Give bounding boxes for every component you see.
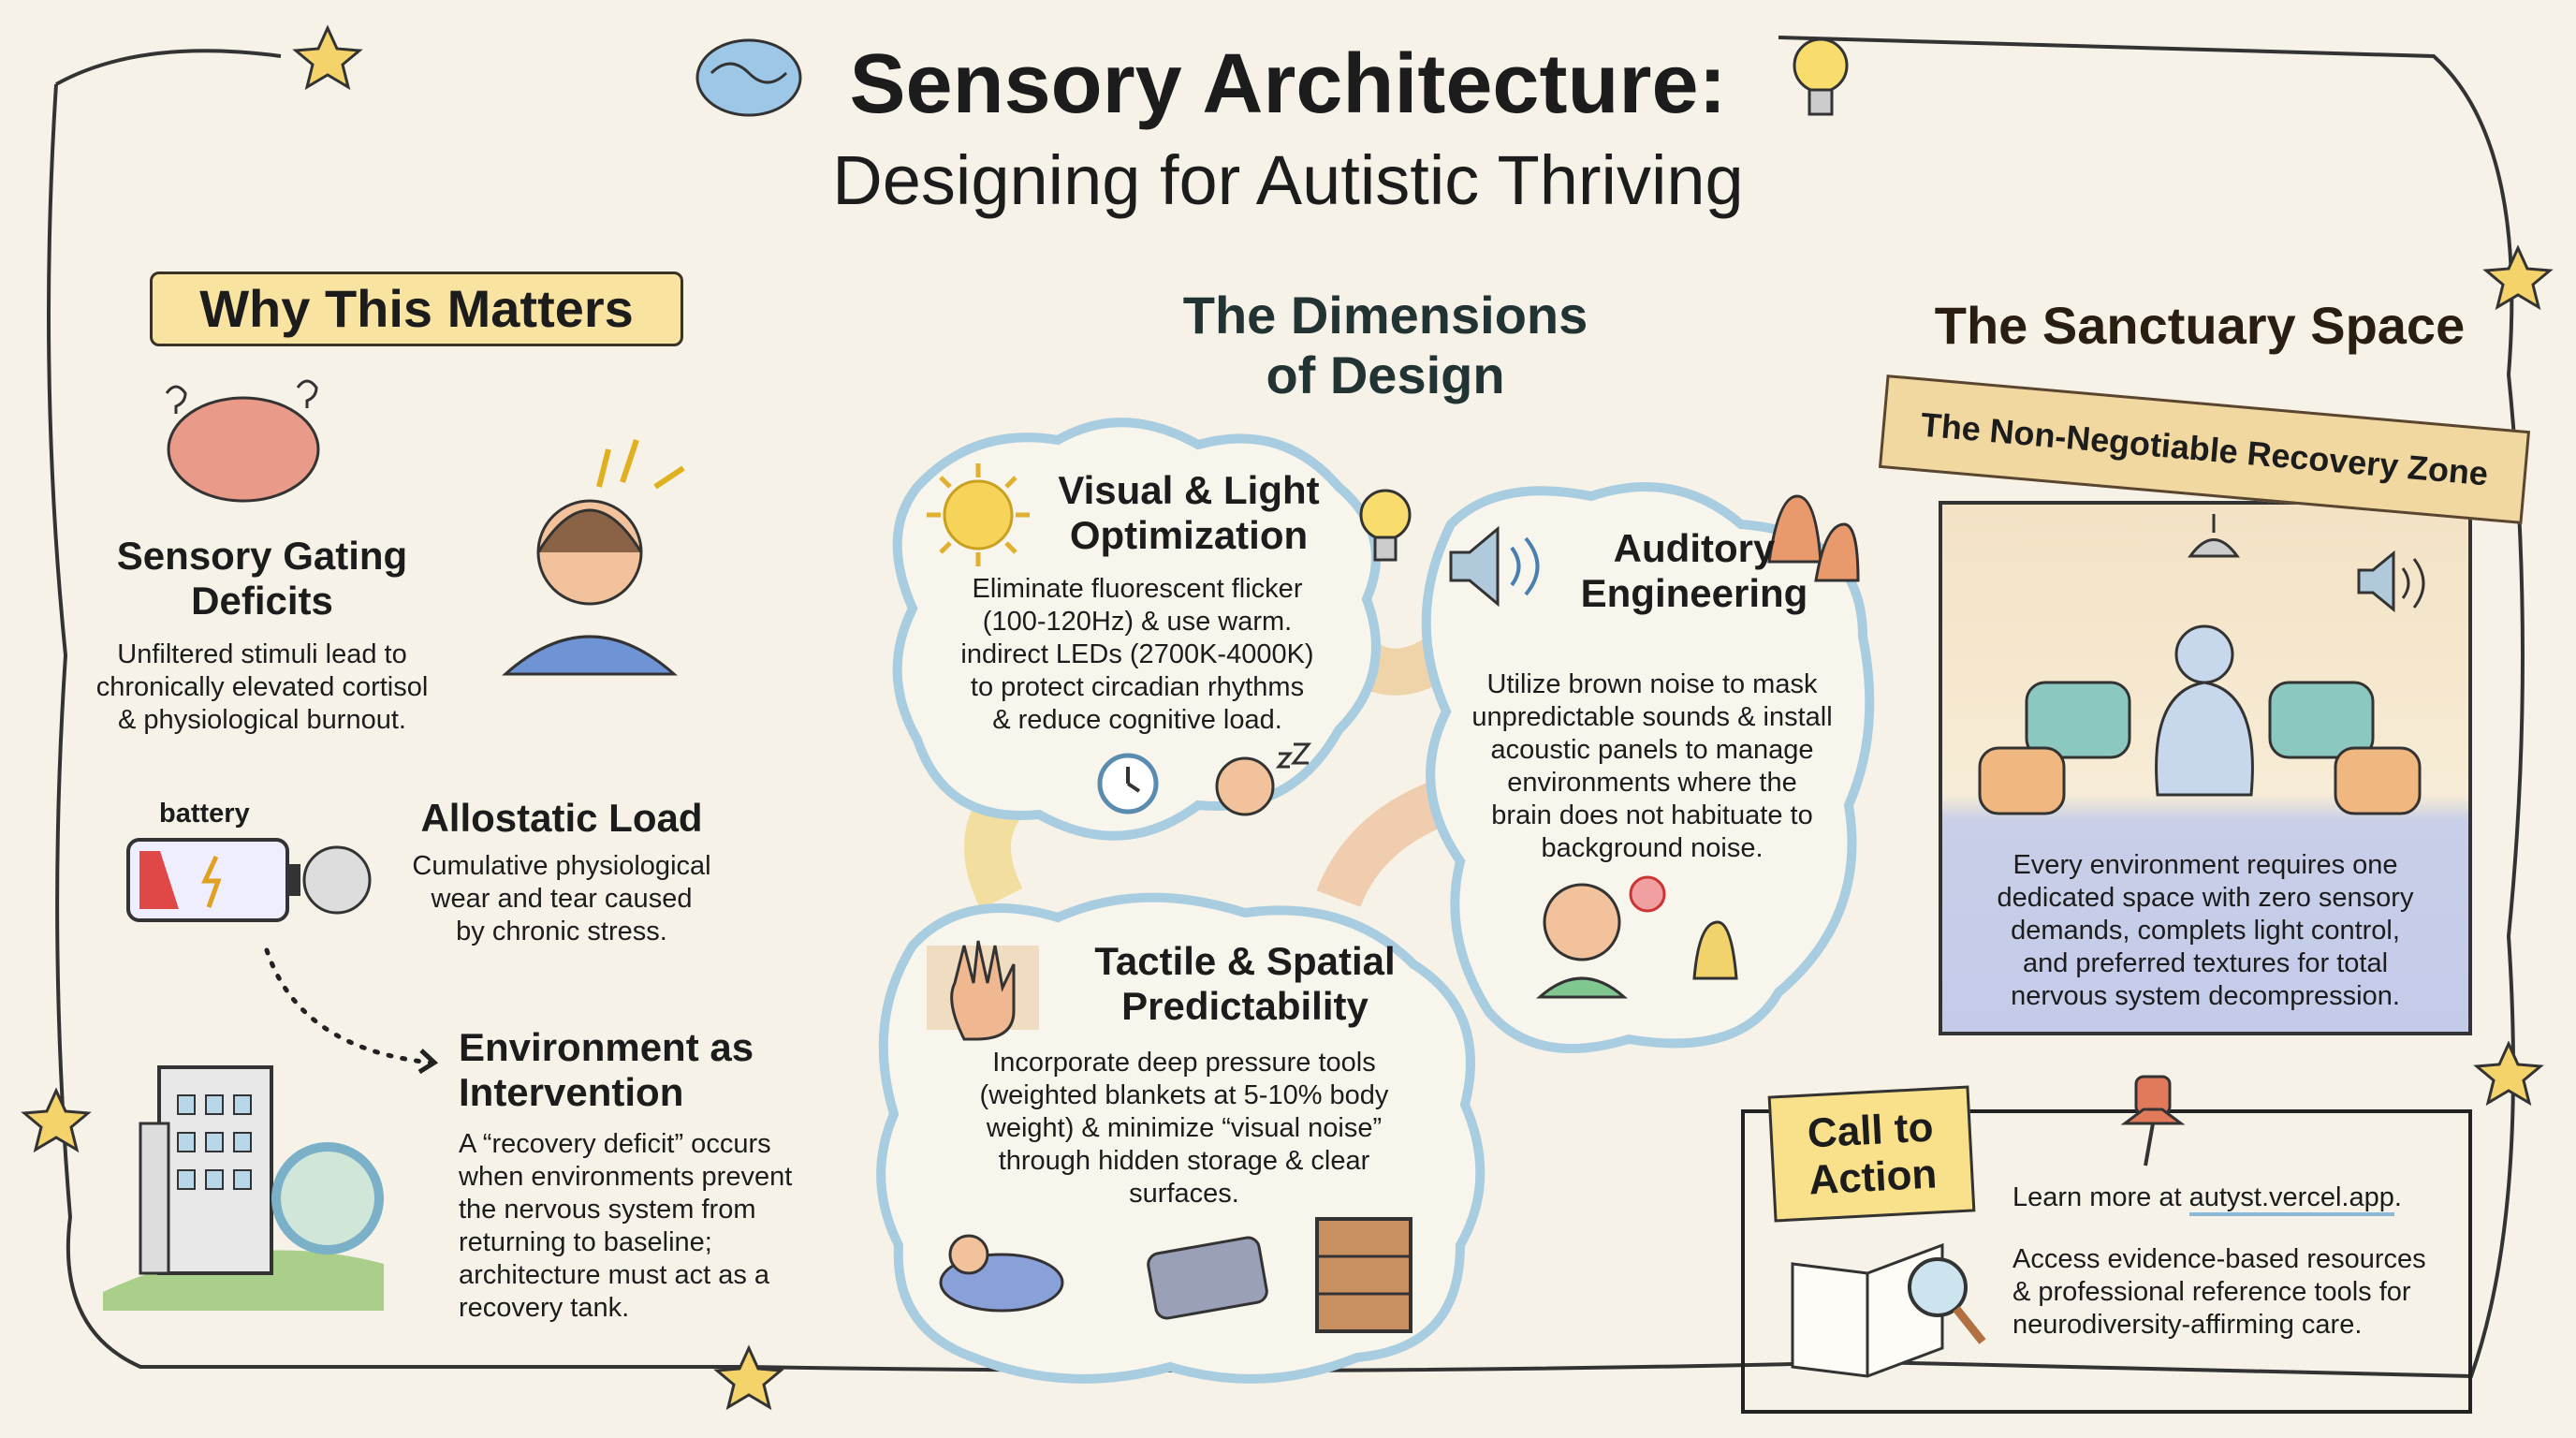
- call-to-action-panel: [1741, 1109, 2472, 1414]
- lamp-icon: [2188, 514, 2240, 558]
- alarm-clock-icon: [1097, 753, 1159, 814]
- battery-label: battery: [159, 799, 250, 829]
- earplugs-icon: [1767, 494, 1860, 582]
- star-icon: [713, 1344, 784, 1411]
- page-title: Sensory Architecture:: [849, 37, 1727, 131]
- building-illustration: [103, 1065, 384, 1311]
- dotted-arrow: [264, 947, 439, 1075]
- star-icon: [2473, 1040, 2544, 1107]
- weighted-blanket-icon: [939, 1234, 1268, 1320]
- speaker-icon: [2357, 550, 2425, 613]
- calm-child-icon: [1536, 875, 1738, 999]
- speaker-icon: [1449, 525, 1540, 608]
- pushpin-icon: [2120, 1075, 2186, 1167]
- allostatic-load-title: Allostatic Load: [420, 796, 703, 840]
- sun-icon: [927, 463, 1030, 566]
- lightbulb-icon: [1359, 489, 1412, 562]
- access-resources-text: Access evidence-based resources& profess…: [2012, 1244, 2426, 1340]
- lightbulb-icon: [1793, 37, 1849, 116]
- brain-confused-icon: [165, 379, 320, 503]
- sleeping-face-icon: [1215, 742, 1312, 816]
- overwhelmed-person-illustration: [502, 439, 685, 676]
- visual-light-body: Eliminate fluorescent flicker(100-120Hz)…: [960, 574, 1314, 735]
- sanctuary-heading: The Sanctuary Space: [1934, 296, 2466, 355]
- star-icon: [2482, 244, 2554, 311]
- hand-texture-icon: [927, 940, 1039, 1041]
- resting-person-with-pillows: [1978, 624, 2422, 815]
- tactile-spatial-body: Incorporate deep pressure tools(weighted…: [979, 1048, 1389, 1209]
- page-subtitle: Designing for Autistic Thriving: [832, 141, 1744, 219]
- book-magnifier-icon: [1791, 1242, 1986, 1378]
- autyst-link[interactable]: autyst.vercel.app: [2188, 1182, 2394, 1216]
- low-battery-icon: [126, 838, 372, 922]
- sensory-gating-section: Sensory Gating Deficits: [116, 534, 408, 623]
- why-this-matters-heading: Why This Matters: [150, 271, 683, 346]
- star-icon: [292, 24, 363, 91]
- bookshelf-icon: [1315, 1217, 1412, 1333]
- learn-more-text: Learn more at autyst.vercel.app.: [2012, 1181, 2402, 1216]
- star-icon: [21, 1087, 92, 1153]
- brain-icon: [695, 38, 802, 117]
- sanctuary-room-illustration: [1939, 501, 2472, 1035]
